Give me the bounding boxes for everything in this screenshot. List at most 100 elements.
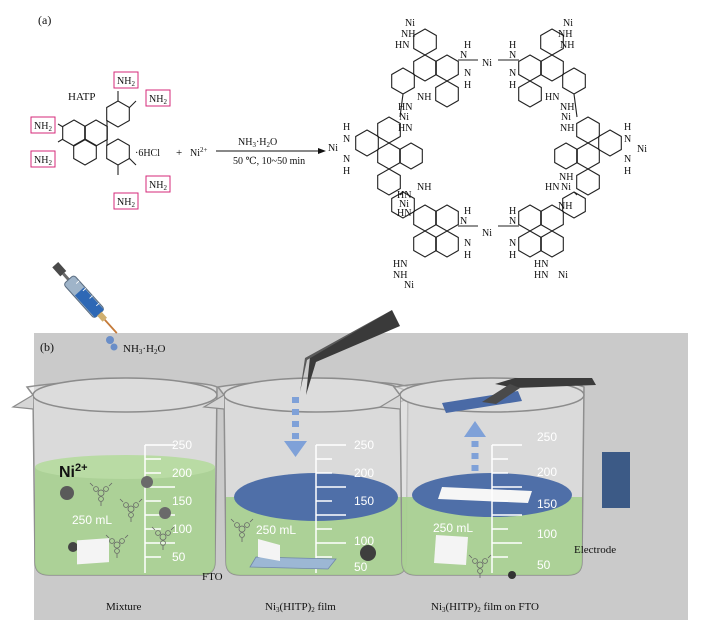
beaker3-scale-50: 50: [537, 558, 551, 572]
svg-text:NH: NH: [401, 29, 415, 40]
svg-text:H: H: [509, 80, 516, 91]
beaker2-scale-200: 200: [354, 466, 374, 480]
svg-text:Ni: Ni: [561, 182, 571, 193]
svg-text:H: H: [464, 250, 471, 261]
beaker1-scale-150: 150: [172, 494, 192, 508]
arrow-reagent: NH3·H2O: [238, 137, 277, 149]
svg-text:HN: HN: [393, 259, 407, 270]
svg-text:Ni: Ni: [405, 18, 415, 29]
svg-text:NH2: NH2: [149, 180, 167, 192]
svg-text:N: N: [460, 50, 467, 61]
beaker1-scale-200: 200: [172, 466, 192, 480]
svg-text:HN: HN: [397, 208, 411, 219]
svg-text:H: H: [624, 122, 631, 133]
caption-film-on-fto: Ni3(HITP)2 film on FTO: [431, 601, 539, 614]
svg-text:N: N: [460, 216, 467, 227]
svg-text:NH: NH: [560, 123, 574, 134]
svg-text:NH: NH: [559, 172, 573, 183]
beaker2-scale-50: 50: [354, 560, 368, 574]
syringe-reagent-label: NH3·H2O: [123, 343, 166, 356]
svg-text:NH: NH: [417, 182, 431, 193]
svg-text:Ni: Ni: [399, 199, 409, 210]
svg-text:NH: NH: [560, 102, 574, 113]
svg-text:Ni: Ni: [563, 18, 573, 29]
svg-text:HN: HN: [397, 190, 411, 201]
panel-a-label: (a): [38, 13, 51, 27]
svg-text:H: H: [509, 250, 516, 261]
svg-text:N: N: [624, 154, 631, 165]
beaker3-scale-150: 150: [537, 497, 557, 511]
beaker3-scale-200: 200: [537, 465, 557, 479]
svg-text:NH: NH: [417, 92, 431, 103]
svg-text:N: N: [509, 238, 516, 249]
amine-group-top-right: NH2: [145, 89, 171, 107]
beaker1-scale-50: 50: [172, 550, 186, 564]
svg-text:H: H: [464, 80, 471, 91]
svg-text:Ni: Ni: [561, 112, 571, 123]
hcl-label: ·6HCl: [135, 148, 160, 159]
down-arrow-icon: [284, 397, 307, 457]
svg-text:NH2: NH2: [117, 76, 135, 88]
svg-text:HN: HN: [545, 92, 559, 103]
amine-group-left-bottom: NH2: [30, 150, 56, 168]
beaker1-scale-250: 250: [172, 438, 192, 452]
svg-text:N: N: [509, 216, 516, 227]
svg-text:N: N: [624, 134, 631, 145]
amine-group-top: NH2: [113, 71, 139, 89]
svg-text:NH: NH: [558, 29, 572, 40]
svg-text:HN: HN: [398, 123, 412, 134]
beaker2-scale-100: 100: [354, 534, 374, 548]
arrow-conditions: 50 ℃, 10~50 min: [233, 156, 305, 167]
electrode-icon: [602, 452, 630, 508]
amine-group-bottom-right: NH2: [145, 175, 171, 193]
caption-film: Ni3(HITP)2 film: [265, 601, 336, 614]
tweezers-icon: [300, 310, 400, 395]
svg-text:H: H: [509, 206, 516, 217]
beaker-mixture: [12, 377, 218, 576]
amine-group-bottom: NH2: [113, 192, 139, 210]
svg-text:Ni: Ni: [482, 228, 492, 239]
fto-label: FTO: [202, 571, 223, 583]
svg-text:HN: HN: [398, 102, 412, 113]
svg-text:HN: HN: [534, 259, 548, 270]
svg-text:H: H: [343, 122, 350, 133]
svg-text:N: N: [509, 50, 516, 61]
svg-text:Ni: Ni: [328, 143, 338, 154]
beaker3-scale-250: 250: [537, 430, 557, 444]
svg-text:NH2: NH2: [34, 155, 52, 167]
svg-text:NH2: NH2: [34, 121, 52, 133]
svg-text:Ni: Ni: [482, 58, 492, 69]
svg-text:N: N: [343, 154, 350, 165]
svg-text:NH: NH: [558, 201, 572, 212]
svg-text:Ni: Ni: [637, 144, 647, 155]
beaker2-volume-label: 250 mL: [256, 523, 296, 537]
amine-group-left-top: NH2: [30, 116, 56, 134]
ni3-hitp2-network: Ni NH HN Ni NH NH H N Ni N H H N N H NH …: [328, 18, 647, 291]
up-arrow-icon: [464, 421, 486, 471]
svg-text:N: N: [464, 68, 471, 79]
caption-mixture: Mixture: [106, 601, 142, 613]
svg-text:NH2: NH2: [117, 197, 135, 209]
tweezers-icon: [482, 378, 596, 404]
beaker-film: [203, 377, 409, 576]
svg-text:H: H: [464, 40, 471, 51]
svg-text:N: N: [464, 238, 471, 249]
svg-text:H: H: [464, 206, 471, 217]
beaker3-volume-label: 250 mL: [433, 521, 473, 535]
svg-text:N: N: [343, 134, 350, 145]
beaker1-volume-label: 250 mL: [72, 513, 112, 527]
svg-text:N: N: [509, 68, 516, 79]
svg-text:NH2: NH2: [149, 94, 167, 106]
beaker2-scale-250: 250: [354, 438, 374, 452]
svg-text:Ni: Ni: [399, 112, 409, 123]
plus-sign: +: [176, 147, 182, 159]
svg-text:Ni: Ni: [558, 270, 568, 281]
svg-text:HN: HN: [534, 270, 548, 281]
beaker1-scale-100: 100: [172, 522, 192, 536]
panel-b-label: (b): [40, 340, 54, 354]
svg-text:HN: HN: [395, 40, 409, 51]
svg-text:Ni: Ni: [404, 280, 414, 291]
hatp-label: HATP: [68, 91, 96, 103]
reaction-arrow: [216, 148, 326, 154]
